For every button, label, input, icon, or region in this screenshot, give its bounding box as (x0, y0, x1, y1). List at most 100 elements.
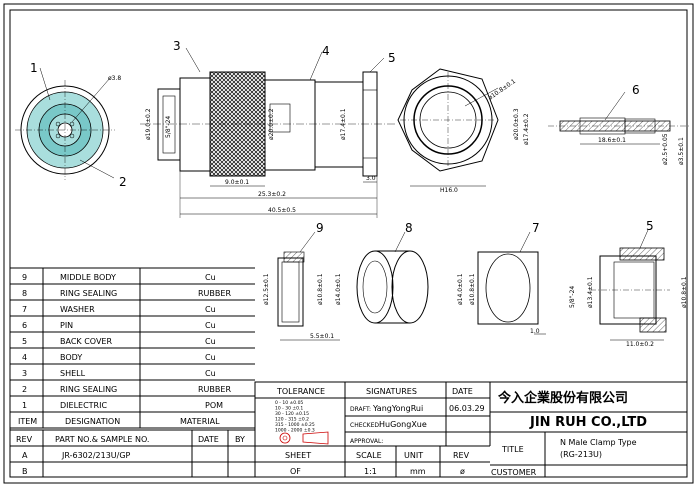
bom-material: RUBBER (198, 289, 231, 298)
bom-item: 4 (22, 353, 27, 362)
svg-text:40.5±0.5: 40.5±0.5 (268, 207, 296, 214)
svg-text:ø14.0±0.1: ø14.0±0.1 (335, 273, 342, 305)
bom-material: Cu (205, 305, 216, 314)
callout-7: 7 (532, 221, 540, 235)
customer-label: CUSTOMER (491, 468, 537, 477)
bom-item: 8 (22, 289, 27, 298)
bom-designation: DIELECTRIC (60, 401, 107, 410)
bom-designation: PIN (60, 321, 73, 330)
callout-8: 8 (405, 221, 413, 235)
svg-text:ø12.5±0.1: ø12.5±0.1 (263, 273, 270, 305)
bom-material: POM (205, 401, 223, 410)
svg-text:ø3.5±0.1: ø3.5±0.1 (678, 137, 685, 165)
date-value: 06.03.29 (449, 404, 485, 413)
callout-1: 1 (30, 61, 38, 75)
bom-material: Cu (205, 337, 216, 346)
svg-text:5.5±0.1: 5.5±0.1 (310, 333, 334, 340)
svg-text:ø14.0±0.1: ø14.0±0.1 (457, 273, 464, 305)
bom-designation: RING SEALING (60, 385, 117, 394)
scale-label: SCALE (356, 451, 382, 460)
bom-item: 1 (22, 401, 27, 410)
callout-5-bottom: 5 (646, 219, 654, 233)
svg-text:9: 9 (316, 221, 324, 235)
tolerance-line: 1000 - 2000 ±0.3 (275, 428, 315, 434)
pin-view: 18.6±0.1 ø2.5+0.05 ø3.5±0.1 (548, 91, 690, 165)
tolerance-line: 30 - 120 ±0.15 (275, 411, 309, 417)
tolerance-line: 10 - 30 ±0.1 (275, 406, 303, 412)
svg-text:ø10.8±0.1: ø10.8±0.1 (681, 276, 688, 308)
svg-text:5/8"-24: 5/8"-24 (569, 286, 576, 308)
bom-material: Cu (205, 353, 216, 362)
svg-text:B: B (22, 467, 28, 476)
dim-front-d1: ø3.8 (108, 75, 121, 82)
svg-text:ø2.5+0.05: ø2.5+0.05 (662, 133, 669, 165)
svg-text:18.6±0.1: 18.6±0.1 (598, 137, 626, 144)
outer-frame (3, 3, 694, 484)
title-label: TITLE (501, 445, 524, 454)
washer-view: ø14.0±0.1 ø10.8±0.1 1.0 (457, 231, 546, 335)
bom-material: Cu (205, 273, 216, 282)
bom-item: 3 (22, 369, 27, 378)
scale-value: 1:1 (364, 467, 377, 476)
bom-item: 9 (22, 273, 27, 282)
svg-text:8: 8 (405, 221, 413, 235)
bom-item: 6 (22, 321, 27, 330)
bom-item: 5 (22, 337, 27, 346)
svg-text:ø13.4±0.1: ø13.4±0.1 (587, 276, 594, 308)
svg-text:ø10.8±0.1: ø10.8±0.1 (469, 273, 476, 305)
by-header: BY (235, 435, 245, 444)
ring-sealing-view (356, 231, 429, 324)
bom-designation: WASHER (60, 305, 95, 314)
callout-5-top: 5 (388, 51, 396, 65)
bom-header-material: MATERIAL (180, 417, 220, 426)
checked-name: HuGongXue (379, 420, 427, 429)
callout-6: 6 (632, 83, 640, 97)
svg-text:7: 7 (532, 221, 540, 235)
svg-text:11.0±0.2: 11.0±0.2 (626, 341, 654, 348)
svg-text:ø10.8±0.1: ø10.8±0.1 (487, 78, 517, 102)
callout-2: 2 (119, 175, 127, 189)
svg-text:3.0: 3.0 (366, 175, 376, 182)
svg-text:ø20.0±0.3: ø20.0±0.3 (513, 108, 520, 140)
bom-item: 7 (22, 305, 27, 314)
bom-designation: BODY (60, 353, 82, 362)
shell-view: 5/8"-24 ø13.4±0.1 ø10.8±0.1 11.0±0.2 (569, 229, 688, 348)
svg-text:ø19.0±0.2: ø19.0±0.2 (145, 108, 152, 140)
projection-symbol (279, 431, 329, 445)
bom-designation: BACK COVER (60, 337, 112, 346)
part-header: PART NO.& SAMPLE NO. (55, 435, 149, 444)
callout-9: 9 (316, 221, 324, 235)
company-chinese: 今入企業股份有限公司 (497, 390, 628, 406)
sheet-value: OF (290, 467, 301, 476)
svg-text:5/8"-24: 5/8"-24 (165, 116, 172, 138)
bom-header-item: ITEM (18, 417, 37, 426)
svg-text:25.3±0.2: 25.3±0.2 (258, 191, 286, 198)
draft-name: YangYongRui (372, 404, 423, 413)
svg-text:5: 5 (646, 219, 654, 233)
company-english: JIN RUH CO.,LTD (529, 415, 647, 430)
svg-text:3: 3 (173, 39, 181, 53)
svg-text:1: 1 (30, 61, 38, 75)
unit-label: UNIT (404, 451, 423, 460)
tolerance-line: 120 - 315 ±0.2 (275, 417, 309, 423)
bom-material: RUBBER (198, 385, 231, 394)
title-value-1: N Male Clamp Type (560, 438, 637, 447)
svg-text:ø20.0±0.2: ø20.0±0.2 (268, 108, 275, 140)
svg-text:APPROVAL:: APPROVAL: (350, 438, 383, 445)
svg-text:6: 6 (632, 83, 640, 97)
svg-text:A: A (22, 451, 28, 460)
front-view: ø3.8 (15, 67, 121, 180)
svg-text:CHECKED:: CHECKED: (350, 422, 381, 429)
bom-designation: SHELL (60, 369, 86, 378)
tolerance-line: 0 - 10 ±0.05 (275, 400, 303, 406)
rev-table: REV PART NO.& SAMPLE NO. DATE BY A JR-63… (10, 429, 255, 477)
svg-text:9.0±0.1: 9.0±0.1 (225, 179, 249, 186)
svg-text:2: 2 (119, 175, 127, 189)
rev-value: ø (460, 467, 465, 476)
middle-body-view: ø12.5±0.1 ø10.8±0.1 ø14.0±0.1 5.5±0.1 (263, 231, 342, 341)
bom-item: 2 (22, 385, 27, 394)
rev-header: REV (16, 435, 33, 444)
tolerance-line: 315 - 1000 ±0.25 (275, 422, 315, 428)
bom-material: Cu (205, 321, 216, 330)
